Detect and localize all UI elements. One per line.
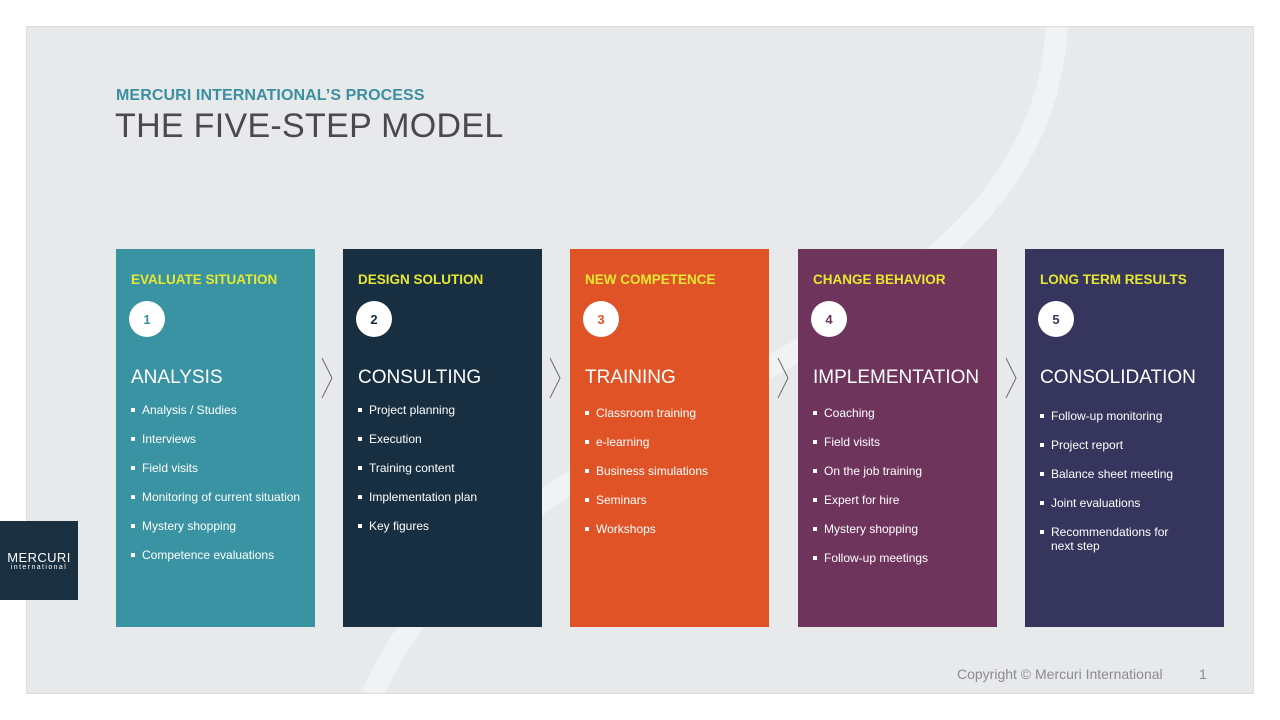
step-label: LONG TERM RESULTS	[1040, 272, 1187, 287]
step-phase-title: ANALYSIS	[131, 367, 223, 388]
step-number-badge: 1	[129, 301, 165, 337]
step-number-badge: 4	[811, 301, 847, 337]
step-label: DESIGN SOLUTION	[358, 272, 484, 287]
step-phase-title: TRAINING	[585, 367, 676, 388]
list-item: Mystery shopping	[131, 519, 309, 533]
slide: MERCURI INTERNATIONAL’S PROCESS THE FIVE…	[26, 26, 1254, 694]
list-item: Interviews	[131, 432, 309, 446]
list-item: Expert for hire	[813, 493, 991, 507]
list-item: Key figures	[358, 519, 536, 533]
list-item: Analysis / Studies	[131, 403, 309, 417]
list-item: Field visits	[813, 435, 991, 449]
step-phase-title: CONSOLIDATION	[1040, 367, 1196, 388]
list-item: Coaching	[813, 406, 991, 420]
chevron-right-icon	[1005, 357, 1017, 399]
step-item-list: Follow-up monitoring Project report Bala…	[1040, 409, 1180, 568]
list-item: Follow-up meetings	[813, 551, 991, 565]
list-item: Execution	[358, 432, 536, 446]
chevron-right-icon	[321, 357, 333, 399]
list-item: Business simulations	[585, 464, 763, 478]
list-item: Project report	[1040, 438, 1180, 452]
step-card-implementation: CHANGE BEHAVIOR 4 IMPLEMENTATION Coachin…	[798, 249, 997, 627]
step-label: EVALUATE SITUATION	[131, 272, 278, 287]
step-phase-title: IMPLEMENTATION	[813, 367, 980, 388]
page-eyebrow: MERCURI INTERNATIONAL’S PROCESS	[116, 87, 425, 104]
step-item-list: Project planning Execution Training cont…	[358, 403, 536, 548]
step-card-training: NEW COMPETENCE 3 TRAINING Classroom trai…	[570, 249, 769, 627]
step-label: CHANGE BEHAVIOR	[813, 272, 946, 287]
chevron-right-icon	[777, 357, 789, 399]
list-item: Implementation plan	[358, 490, 536, 504]
step-phase-title: CONSULTING	[358, 367, 482, 388]
chevron-right-icon	[549, 357, 561, 399]
list-item: Seminars	[585, 493, 763, 507]
list-item: Follow-up monitoring	[1040, 409, 1180, 423]
list-item: Field visits	[131, 461, 309, 475]
step-card-consolidation: LONG TERM RESULTS 5 CONSOLIDATION Follow…	[1025, 249, 1224, 627]
list-item: Workshops	[585, 522, 763, 536]
step-number-badge: 3	[583, 301, 619, 337]
step-number-badge: 5	[1038, 301, 1074, 337]
step-item-list: Classroom training e-learning Business s…	[585, 406, 763, 551]
list-item: Training content	[358, 461, 536, 475]
step-number: 4	[825, 311, 833, 327]
mercuri-logo: MERCURI international	[0, 521, 78, 600]
list-item: Mystery shopping	[813, 522, 991, 536]
list-item: Competence evaluations	[131, 548, 309, 562]
list-item: Monitoring of current situation	[131, 490, 309, 504]
logo-subtitle: international	[10, 564, 68, 571]
step-number: 3	[597, 311, 605, 327]
logo-name: MERCURI	[7, 550, 71, 565]
copyright-text: Copyright © Mercuri International	[957, 666, 1163, 682]
step-item-list: Analysis / Studies Interviews Field visi…	[131, 403, 309, 577]
list-item: Project planning	[358, 403, 536, 417]
step-number: 2	[370, 311, 378, 327]
step-label: NEW COMPETENCE	[585, 272, 716, 287]
list-item: Joint evaluations	[1040, 496, 1180, 510]
list-item: e-learning	[585, 435, 763, 449]
page-number: 1	[1199, 666, 1207, 682]
step-number: 5	[1052, 311, 1060, 327]
step-card-analysis: EVALUATE SITUATION 1 ANALYSIS Analysis /…	[116, 249, 315, 627]
step-number-badge: 2	[356, 301, 392, 337]
list-item: Classroom training	[585, 406, 763, 420]
list-item: On the job training	[813, 464, 991, 478]
step-item-list: Coaching Field visits On the job trainin…	[813, 406, 991, 580]
step-card-consulting: DESIGN SOLUTION 2 CONSULTING Project pla…	[343, 249, 542, 627]
list-item: Balance sheet meeting	[1040, 467, 1180, 481]
page-title: THE FIVE-STEP MODEL	[115, 107, 504, 145]
step-number: 1	[143, 311, 151, 327]
list-item: Recommendations for next step	[1040, 525, 1180, 553]
